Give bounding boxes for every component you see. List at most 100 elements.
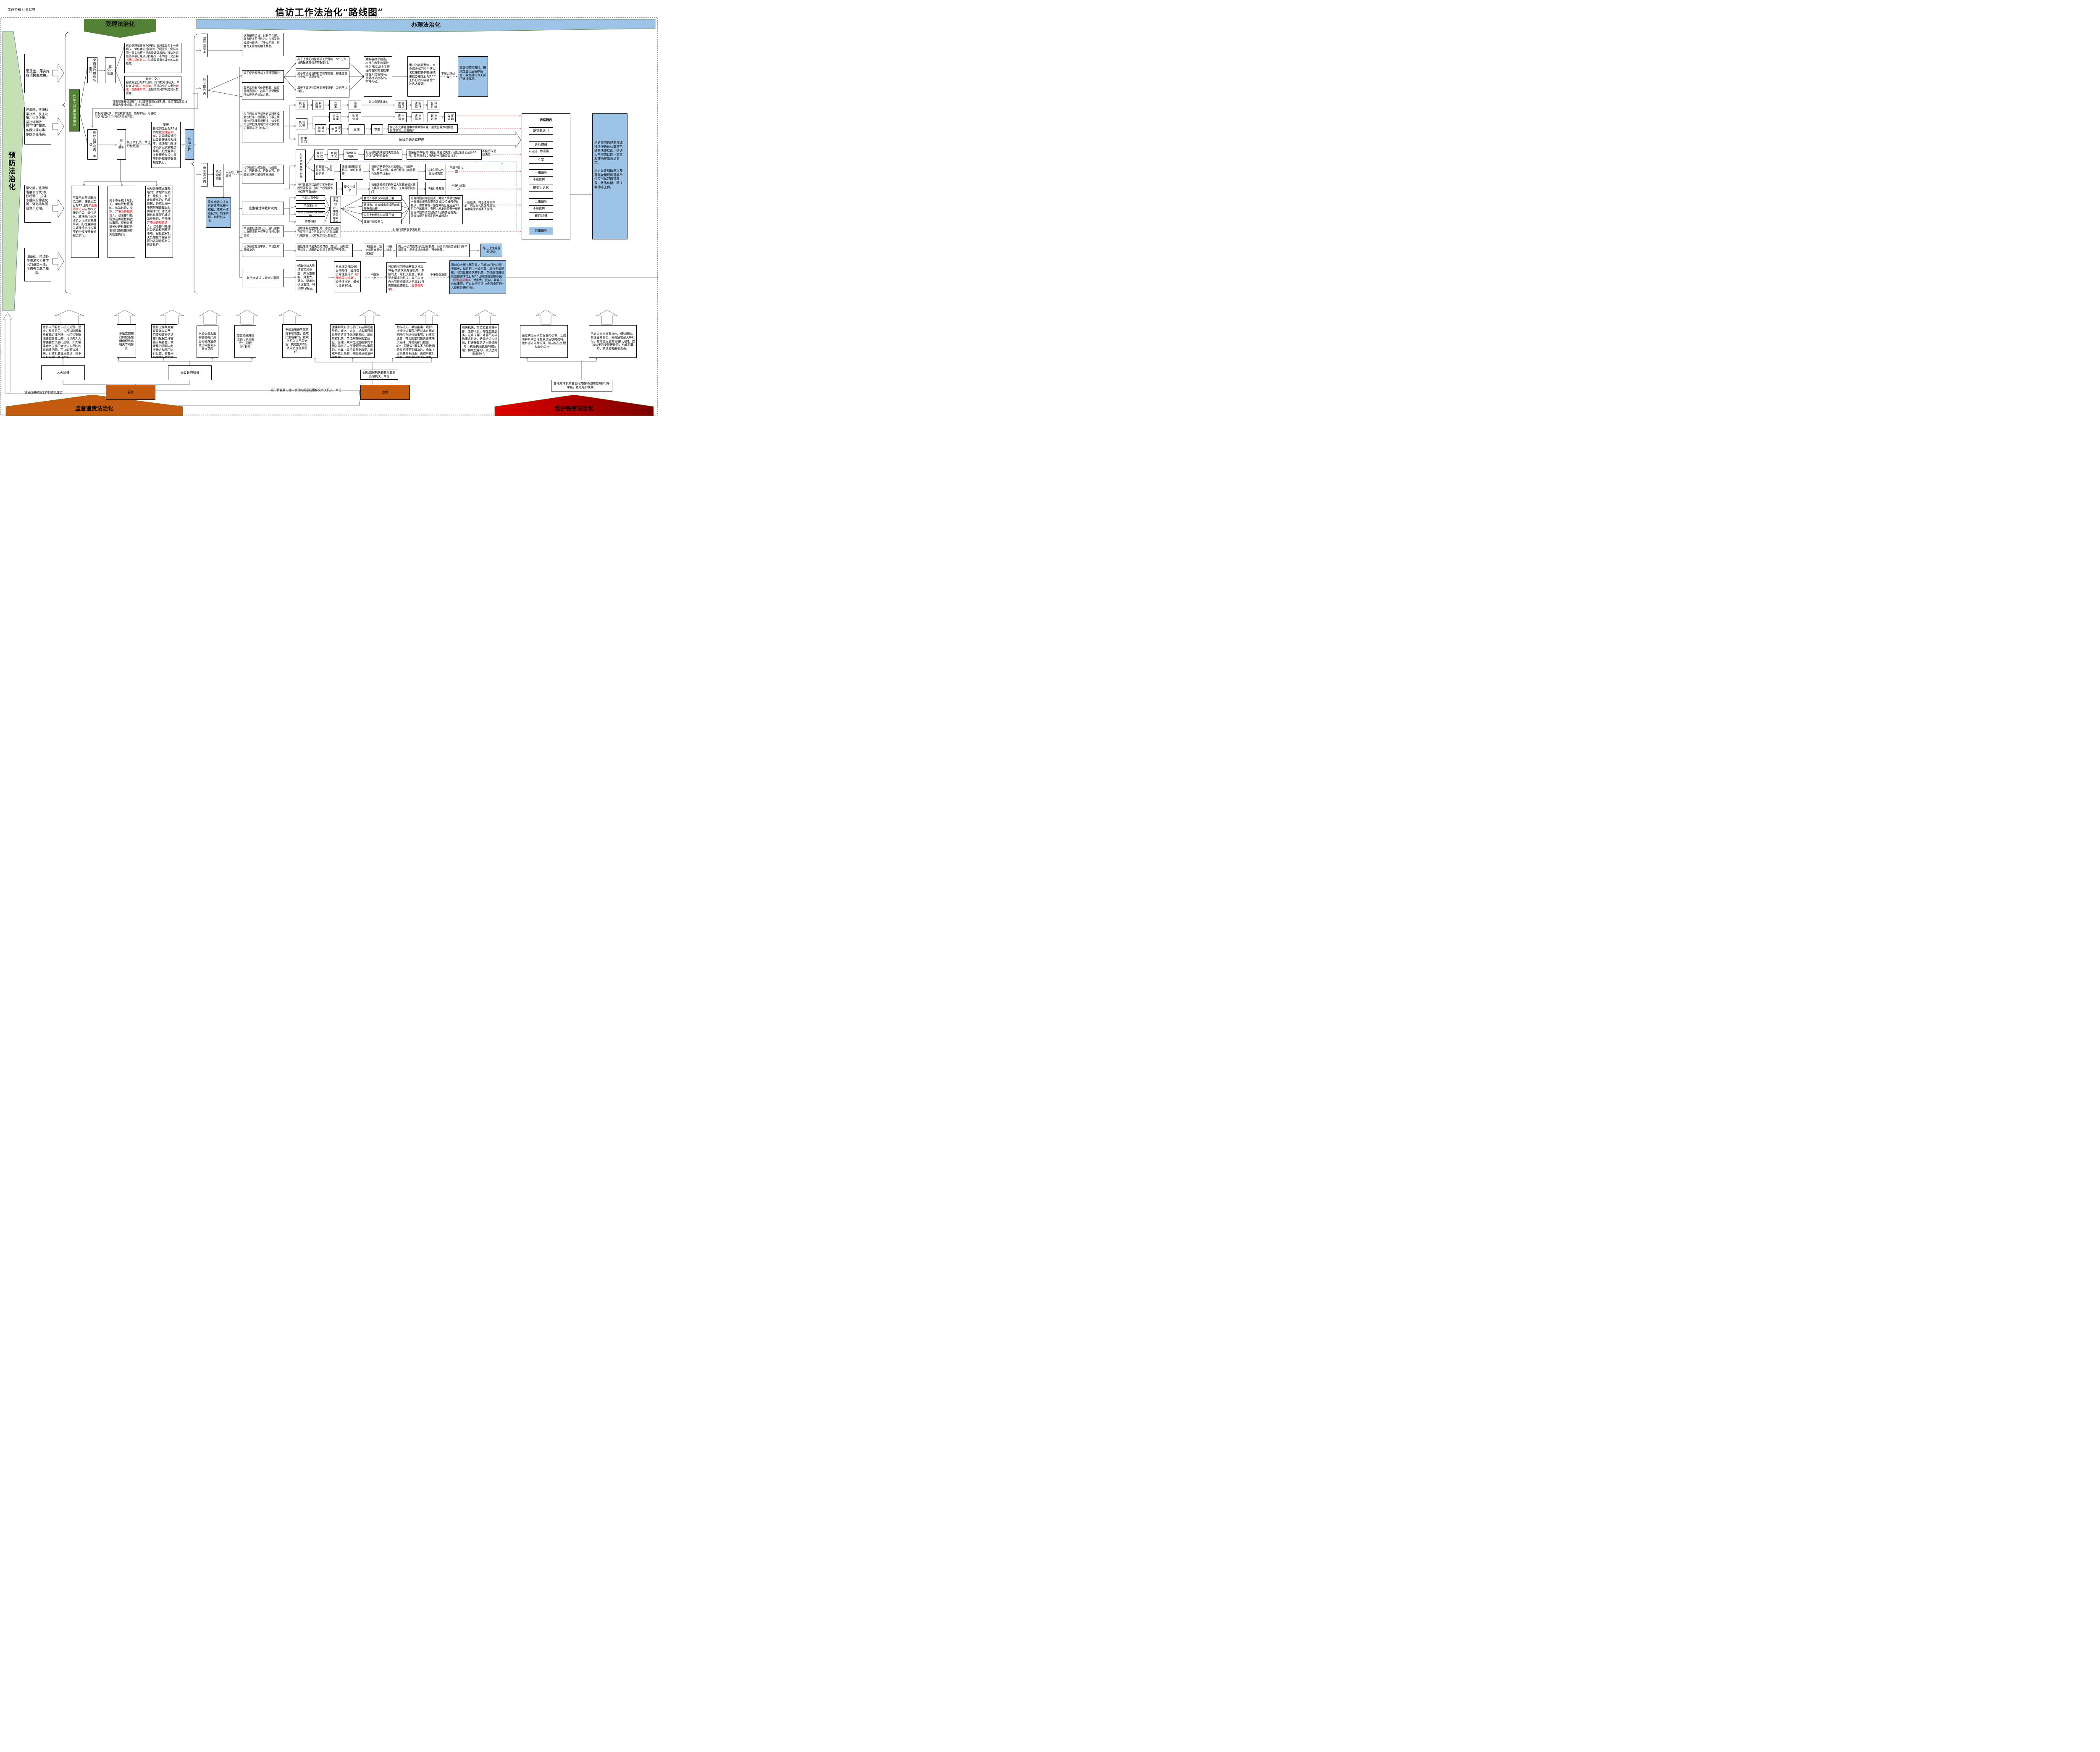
review-step: 提交申请 [328,150,339,160]
review-dissatisfied-label: 不服行政复议决定 [482,150,496,157]
other-scope-box: 属于其他有权处理机关、单位受理范围的，按照干部管理权限依规依纪依法办理。 [242,85,284,100]
review-step: 对行政机关作出的决定是否合法合理进行审查 [364,150,402,160]
order-banner: 维护秩序法治化 [555,406,593,412]
handling-banner: 办理法治化 [411,22,441,29]
ruling-step: 作出行政裁决 [425,182,446,195]
petitioner-box: 信访人提出信访事项 [69,89,80,131]
acceptance-banner: 受理法治化 [105,21,135,28]
duty-entry-box: 申请查处违法行为、履行保护人身权或财产权等合法权益职责的 [242,226,284,237]
lower-box: 属于下级纪检监察机关受理的，及时予以转送。 [296,85,349,97]
category-report: 检举控告类 [201,75,208,98]
category-suggestion: 建议意见类 [201,34,208,57]
party-decision-box: 作出复议、复查或复审等处理决定 [364,244,384,257]
accept-box: 受理自收到之日起15日内发放受理告知单，告知接收情况以及处理途径和程序。政法部门… [151,122,181,168]
party-gov-supervision-box: 党委政府监督 [168,365,212,380]
prevention-item: 惠民生，落实好各项民生政策。 [24,54,51,93]
police-step: 刑事处理 [312,100,323,110]
police-step: 立案 [329,100,341,110]
party-dissatisfied-label: 不服决定 [386,245,392,252]
proc-step: 批准逮捕 [412,112,423,122]
proc-step: 提起公诉 [444,112,456,122]
handle-by-law-box: 依法办理 [185,129,194,160]
review-step: 行政复议 [314,150,324,160]
lawsuit-step: 审判监督 [529,212,553,220]
duty-handler-box: 法律法规规定的机关、单位和组织在接到申请之日起2个月内依法履行或答复，另有规定的… [296,226,341,237]
party-handler-box: 由批准或作出决定的党委（党组）、纪检监察机关，或同级公务员主管部门等受理。 [296,244,353,257]
party-upper-box: 向上一级党委或纪检监察机关、同级公务员主管部门等申请复核、复查或提出申诉、再申诉… [396,244,470,257]
other-entry-box: 其他申诉求决类信访事项 [242,269,284,287]
proc-lit-step: 诉讼监督 [315,124,326,134]
npc-supervision-box: 人大监督 [41,365,85,380]
suggestion-box: 认真研究论证，对科学合理、具有现实可行性的，应当采纳或部分采纳，并予以回复。符合… [242,33,284,56]
category-appeal: 申诉求决类 [201,163,208,186]
other-review-box: 可以自收到书面答复之日起30日内请求原办理机关、单位的上一级机关复查。收到复查请… [386,262,426,293]
arbitration-apply-box: 根据法律法规规定、仲裁协议等申请仲裁 [330,197,341,223]
prevention-banner: 预防法治化 [7,151,15,191]
reject-box: 已经受理或正在办理的；跨越本级和上一级机关、单位走访提出的；已经复核，仍然以同一… [124,43,181,73]
feedback-note: 党委和政府信访部门可以要求有权处理机关、单位在指定办理期限内反馈结果，提交办结报… [113,100,188,107]
ruling-step: 法律法规规定的各级人民政府或各级人民政府农业、林业、工商等职能部门 [370,182,417,195]
ruling-step: 与行政管理活动密切相关的自然资源权属、知识产权侵权和补偿等民事纠纷 [296,182,337,195]
supervision-box: 各级党委和政府督查部门应当将疑难复杂信访问题列入督查范围 [197,326,218,358]
other-recheck-box: 可以自收到书面答复之日起30日内向复查机关、单位的上一级机关、单位申请复核。收到… [449,260,506,294]
arbitration-entry-box: 应当通过仲裁解决的 [242,202,284,215]
supervision-box: 党委和政府信访部门依法履行“三项建议”职责 [234,325,256,358]
court-label: 审判机关 [300,137,307,143]
arbitration-type: 体育纠纷 [296,219,325,224]
ruling-step: 提交申请书 [342,182,357,195]
transfer-label: 及时将监督过程中发现的问题线索移交有关机关、单位 [271,389,341,392]
other-dissatisfied-label: 不服决定 [370,273,379,280]
other-result-box: 自受理之日起60日内办结，出具信访处理意见书（办理结果告知单）。经依法批准，最长… [334,261,361,292]
discipline-scope-box: 属于纪检监察机关受理范围的 [242,70,284,83]
accountability-box: 不依法履职导致信访事项发生，造成严重后果的，依规依纪依法严肃处理；构成犯罪的，依… [282,324,312,358]
arbitration-committee: 农村土地承包仲裁委员会 [362,212,402,218]
police-box: 公安机关 [296,100,307,110]
no-agreement-label: 未达成一致意见 [226,171,239,178]
police-step: 提请逮捕 [395,100,407,110]
party-final-box: 作出决定或最终决定 [480,244,502,257]
lawsuit-step: 立案 [529,156,553,164]
confirm-step: 行政确认、行政许可、行政处罚等 [314,164,334,180]
transfer-box: 转送、交办自收到之日起15日内，向有权处理机关、单位发放转送、交办单，同时向信访… [124,76,181,100]
proc-step: 审查逮捕 [395,112,407,122]
scope-label: 属于本机关、单位职权范围 [127,141,150,148]
supervision-box: 各级党委和政府应当定期组织信访相关专项督查 [117,324,136,358]
acceptance-bottom-box: 已经受理或正在办理的；跨越本级和上一级机关、单位走访提出的；已经复核，仍然以同一… [145,186,173,258]
page-title: 信访工作法治化“路线图” [275,7,383,18]
proc-step: 立案监督 [329,112,341,122]
legal-org-box: 各级政法机关要会同党委和政府信访部门等单位，依法维护秩序。 [551,380,612,391]
accountability-box: 有权机关、单位推诿、敷衍、拖延信访事项办理或未在规定期限内办结信访事项；对事实清… [395,324,438,358]
lawsuit-step: 诉前调解 [529,141,553,149]
review-result-box: 普通程序60日内作出行政复议决定，经批准延长至多30日；简易程序30日内作出行政… [407,150,482,160]
supervise-box: 监督 [106,385,155,400]
accountability-action-box: 追责 [360,385,410,400]
final-box: 信访事项已经复核或涉法涉诉信访事项已经依法终结的，信访人不得再以同一事实和理由提… [592,113,627,239]
feedback-box: 承办的监督检查、审查调查部门应当将实名检举控告的处理结果在办结之日起15个工作日… [407,56,440,97]
mediation-result-box: 贯穿申诉求决类信访事项化解全过程，达成一致意见的，制作调解、和解协议书。 [206,197,231,228]
arbitration-result-box: 法定时限内作出裁决（劳动人事争议仲裁一般自受理仲裁申请之日起45日内作出裁决；体… [409,195,463,224]
supervision-box: 信访工作联席会议及其办公室、党委和政府信访部门根据工作需要开展督查，就发现的问题… [151,324,177,358]
objection-note: 有权处理机关、单位收到转送、交办单后，可自收到之日起5个工作日内提出异议。 [95,112,156,119]
prevention-item: 固基础，推动各类资源和力量下沉到基层一线，全面夯实基层基础。 [24,248,51,281]
proc-lit-step: 受理 [349,124,365,134]
ruling-dissatisfied-label: 不服行政裁决 [452,184,466,191]
duty-dissatisfied-label: 对履行或答复不满意的 [393,228,420,231]
lawsuit-step: 提交上诉状 [529,184,553,192]
lawsuit-step: 一审裁判 [529,169,553,177]
arbitration-committee: 体育仲裁委员会 [362,219,402,224]
repeat-box: 重复检举控告的，按规定登记后留存备查，并定期向有关部门通报情况。 [458,56,488,97]
proc-lit-step: 提交申请书 [329,124,342,134]
proc-lit-step: 审查 [371,124,383,134]
party-entry-box: 可以通过党员申诉、申请复审等解决的 [242,244,284,257]
lawsuit-step: 二审裁判 [529,198,553,206]
accountability-box: 有关机关、单位及其领导干部、工作人员，存在态度恶劣、吃拿卡要、处置不力导致事态扩… [460,324,499,358]
confirm-step: 对是否需要作出行政确认、行政许可、行政处罚，或对已经作出的是否合法等予以审查 [370,164,418,180]
same-level-box: 属于本级受理的初次检举控告，移送监督检查部门或相关部门。 [296,71,349,83]
accountability-box: 党委和政府信访部门未按照规定登记、转送、交办，或未履行督办等信访事项处理职责的；… [330,324,375,358]
admin-dispute-box: 与行政机关的纠纷 [296,150,306,182]
arbitration-type: 农村土地承包经营纠纷 [296,211,325,217]
party-dept-box: 党委和政府信访部门 [87,57,97,83]
supervision-banner: 监督追责法治化 [75,406,113,412]
order-box: 通过典型案例加强宣传引导，让信访群众明白既有依法反映的权利，也有遵守法律法规、服… [520,325,568,358]
suggestion-label: 提出改进预防工作的意见建议 [24,391,63,394]
